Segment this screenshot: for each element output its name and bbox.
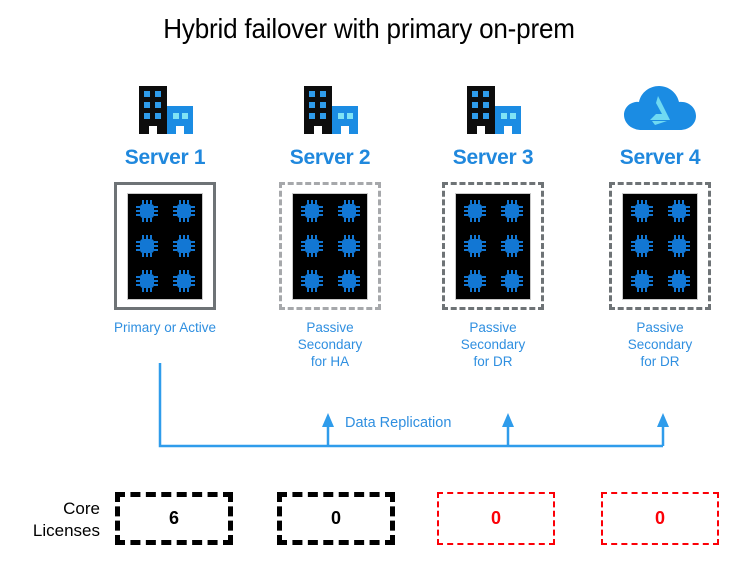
server-heading: Server 1 [124, 146, 206, 169]
core-licenses-row: Core Licenses 6 0 0 0 [0, 492, 738, 554]
server-role-label: Passive Secondary for DR [627, 320, 693, 369]
cpu-chip-icon [500, 235, 523, 257]
building-icon-wrap [85, 78, 245, 134]
cpu-chip-icon [337, 270, 360, 292]
cpu-grid [455, 192, 531, 300]
cpu-chip-icon [337, 200, 360, 222]
server-columns: Server 1 Primary or Active [0, 78, 738, 418]
cpu-chip-icon [135, 235, 158, 257]
cpu-chip-icon [667, 200, 690, 222]
cpu-chip-icon [630, 200, 653, 222]
cpu-chip-icon [337, 235, 360, 257]
cpu-chip-icon [667, 270, 690, 292]
server-chassis [609, 182, 711, 310]
building-icon [304, 86, 358, 134]
cpu-grid [292, 192, 368, 300]
server-column-3: Server 3 Passive Secondary for DR [413, 78, 573, 370]
server-chassis [114, 182, 216, 310]
server-role-label: Passive Secondary for DR [460, 320, 526, 369]
server-column-2: Server 2 Passive Secondary for HA [250, 78, 410, 370]
azure-cloud-icon [624, 86, 696, 130]
cpu-chip-icon [300, 235, 323, 257]
server-chassis [442, 182, 544, 310]
building-icon [467, 86, 521, 134]
core-license-value-server3: 0 [437, 492, 555, 545]
cpu-chip-icon [667, 235, 690, 257]
cpu-chip-icon [463, 270, 486, 292]
server-heading: Server 2 [289, 146, 371, 169]
cpu-grid [622, 192, 698, 300]
cpu-chip-icon [630, 270, 653, 292]
cpu-chip-icon [135, 200, 158, 222]
replication-label: Data Replication [345, 415, 452, 431]
cpu-chip-icon [463, 200, 486, 222]
cpu-grid [127, 192, 203, 300]
server-column-4: Server 4 Passive Secondary for DR [580, 78, 738, 370]
azure-cloud-icon-wrap [580, 78, 738, 134]
cpu-chip-icon [172, 235, 195, 257]
cpu-chip-icon [500, 200, 523, 222]
server-heading: Server 3 [452, 146, 534, 169]
core-license-value-server4: 0 [601, 492, 719, 545]
cpu-chip-icon [135, 270, 158, 292]
cpu-chip-icon [300, 270, 323, 292]
page-title: Hybrid failover with primary on-prem [163, 13, 575, 44]
core-license-value-server1: 6 [115, 492, 233, 545]
cpu-chip-icon [172, 270, 195, 292]
building-icon-wrap [413, 78, 573, 134]
core-license-value-server2: 0 [277, 492, 395, 545]
server-column-1: Server 1 Primary or Active [85, 78, 245, 336]
building-icon [139, 86, 193, 134]
server-heading: Server 4 [619, 146, 701, 169]
server-role-label: Passive Secondary for HA [297, 320, 363, 369]
cpu-chip-icon [500, 270, 523, 292]
building-icon-wrap [250, 78, 410, 134]
server-chassis [279, 182, 381, 310]
server-role-label: Primary or Active [113, 320, 217, 335]
cpu-chip-icon [300, 200, 323, 222]
cpu-chip-icon [630, 235, 653, 257]
core-licenses-label: Core Licenses [32, 499, 100, 540]
cpu-chip-icon [463, 235, 486, 257]
cpu-chip-icon [172, 200, 195, 222]
